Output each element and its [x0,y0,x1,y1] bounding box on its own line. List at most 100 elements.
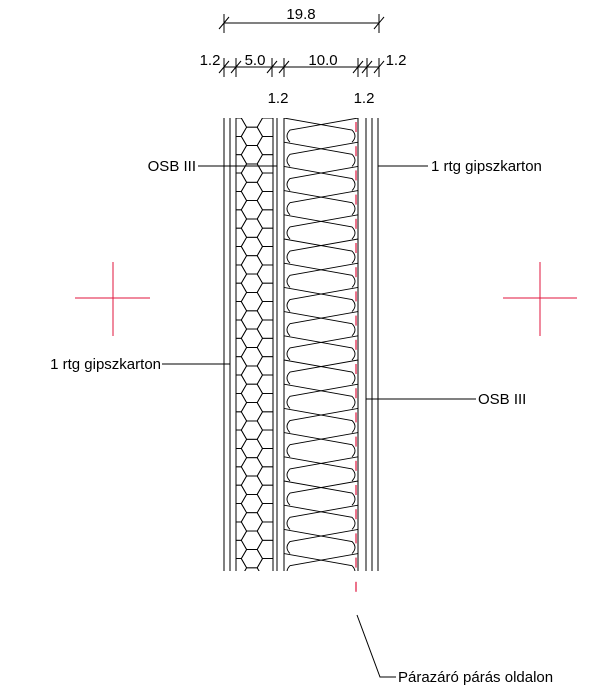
wool-stroke [284,335,356,361]
dim-right-inner-label: 1.2 [354,90,375,107]
wool-stroke [286,141,358,167]
hex-cell [240,181,264,202]
hex-cell [256,118,273,137]
layer-dimension-chain [218,58,385,77]
wool-stroke [284,238,356,264]
wool-stroke [284,359,356,385]
hex-cell [256,319,273,339]
wool-stroke [286,480,358,506]
hex-cell [240,365,264,385]
hex-cell [256,558,273,571]
hex-cell [256,466,273,486]
hex-cell [256,209,273,229]
wool-stroke [286,432,358,458]
hex-insulation-hatch [225,118,278,595]
hex-cell [240,236,264,257]
soft-insulation-hatch [284,118,358,602]
hex-cell [257,577,278,595]
wool-stroke [284,311,356,337]
hex-cell [244,567,260,571]
wool-stroke [284,190,356,216]
hex-cell [256,539,273,560]
wool-stroke [286,190,358,216]
wool-stroke [284,528,356,554]
hex-cell [240,493,264,514]
hex-cell [240,145,264,165]
hex-cell [256,337,273,358]
hex-cell [240,200,264,220]
dim-left-outer-label: 1.2 [200,52,221,69]
hex-cell [240,530,264,550]
wool-stroke [286,165,358,191]
hex-cell [256,429,273,449]
hex-cell [256,301,273,321]
hex-cell [240,218,264,238]
hex-cell [256,135,273,156]
wool-stroke [286,311,358,337]
hex-cell [240,310,264,330]
hex-cell [256,246,273,266]
wool-stroke [284,456,356,482]
dim-insulation-main-label: 10.0 [308,52,337,69]
wool-stroke [286,238,358,264]
wool-stroke [284,141,356,167]
hex-cell [240,457,264,477]
hex-cell [240,549,264,569]
hex-cell [256,282,273,303]
wool-stroke [286,118,358,143]
hex-cell [240,291,264,312]
hex-cell [240,420,264,440]
hex-cell [256,227,273,247]
hex-cell [256,154,273,174]
hex-cell [256,503,273,523]
wool-stroke [286,286,358,312]
label-osb-right: OSB III [478,391,526,408]
hex-cell [240,163,264,183]
hex-cell [256,392,273,413]
wool-stroke [286,528,358,554]
wool-stroke [287,578,358,602]
wall-layer-lines [223,118,379,571]
hex-cell [240,118,264,128]
label-vapor-barrier: Párazáró párás oldalon [398,669,553,686]
hex-cell [240,475,264,495]
hex-cell [240,383,264,404]
wool-stroke [284,480,356,506]
hex-cell [240,255,264,275]
wool-stroke [284,407,356,433]
wool-stroke [284,553,356,571]
hex-cell [256,264,273,284]
wool-stroke [284,118,356,143]
label-gipszkarton-right: 1 rtg gipszkarton [431,158,542,175]
wool-stroke [284,286,356,312]
crosshair-icon [75,262,150,336]
wool-stroke [284,165,356,191]
hex-cell [256,172,273,192]
dim-right-outer-label: 1.2 [386,52,407,69]
total-dimension-label: 19.8 [286,6,315,23]
wool-stroke [284,262,356,288]
hex-cell [240,328,264,348]
hex-cell [256,484,273,505]
wool-stroke [284,432,356,458]
total-dimension [218,14,385,33]
hex-cell [256,190,273,211]
wool-stroke [284,504,356,530]
hex-cell [225,577,246,595]
hex-cell [256,374,273,394]
hex-cell [256,521,273,541]
hex-cell [240,347,264,367]
hex-cell [236,118,242,119]
wool-stroke [286,214,358,240]
hex-cell [256,411,273,431]
hex-cell [240,273,264,293]
crosshair-icon [503,262,577,336]
wool-stroke [286,262,358,288]
hex-cell [240,438,264,459]
wool-stroke [286,359,358,385]
label-osb-left: OSB III [148,158,196,175]
wool-stroke [286,335,358,361]
wool-stroke [286,553,358,571]
hex-cell [256,356,273,376]
